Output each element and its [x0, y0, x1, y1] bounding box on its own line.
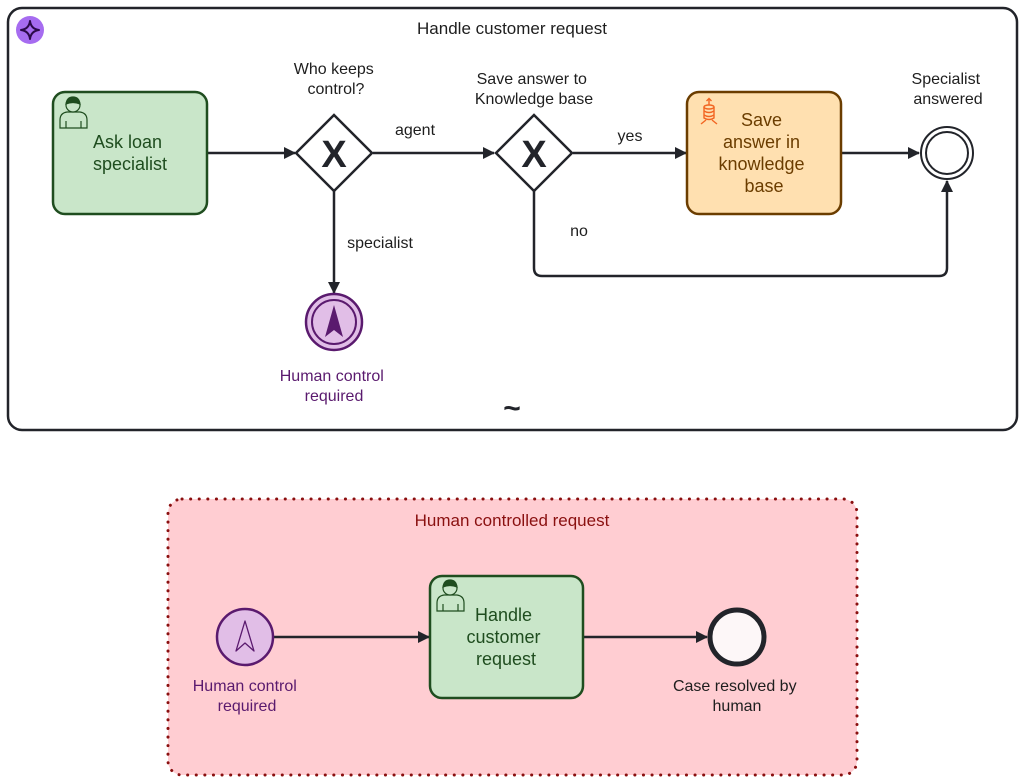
- user-icon: [436, 579, 465, 612]
- event-label: Human control required: [280, 368, 389, 405]
- event-label: Specialist answered: [912, 71, 985, 108]
- flow-label-yes: yes: [618, 128, 643, 145]
- event-human-control-required-start[interactable]: [215, 607, 275, 667]
- escalation-arrow-icon: [325, 305, 343, 337]
- event-specialist-answered[interactable]: [920, 126, 974, 180]
- gateway-label: Who keeps control?: [294, 61, 379, 98]
- agentic-sparkle-icon: [16, 16, 44, 44]
- database-icon: [700, 97, 718, 125]
- user-icon: [59, 96, 88, 129]
- task-label: Ask loan specialist: [93, 132, 167, 174]
- flow-label-no: no: [570, 223, 588, 240]
- escalation-arrow-icon: [235, 620, 255, 652]
- event-case-resolved-by-human[interactable]: [707, 607, 767, 667]
- event-human-control-required-throw[interactable]: [304, 292, 364, 352]
- event-label: Human control required: [193, 678, 302, 715]
- task-ask-loan-specialist[interactable]: Ask loan specialist: [51, 90, 209, 216]
- task-label: Handle customer request: [466, 605, 545, 669]
- exclusive-x-icon: X: [321, 134, 347, 176]
- gateway-label: Save answer to Knowledge base: [475, 71, 593, 108]
- flow-no[interactable]: [532, 180, 953, 278]
- pool-title: Human controlled request: [415, 511, 610, 530]
- sequence-flows-main: [208, 147, 953, 294]
- exclusive-x-icon: X: [521, 134, 547, 176]
- ad-hoc-marker: ~: [503, 392, 521, 425]
- task-handle-customer-request[interactable]: Handle customer request: [428, 574, 585, 700]
- pool-title: Handle customer request: [417, 19, 607, 38]
- gateway-save-answer[interactable]: X: [494, 113, 574, 193]
- flow-label-agent: agent: [395, 122, 436, 139]
- event-label: Case resolved by human: [673, 678, 801, 715]
- gateway-who-keeps-control[interactable]: X: [294, 113, 374, 193]
- task-label: Save answer in knowledge base: [718, 110, 809, 196]
- task-save-answer-in-knowledge-base[interactable]: Save answer in knowledge base: [685, 90, 843, 216]
- flow-label-specialist: specialist: [347, 235, 413, 252]
